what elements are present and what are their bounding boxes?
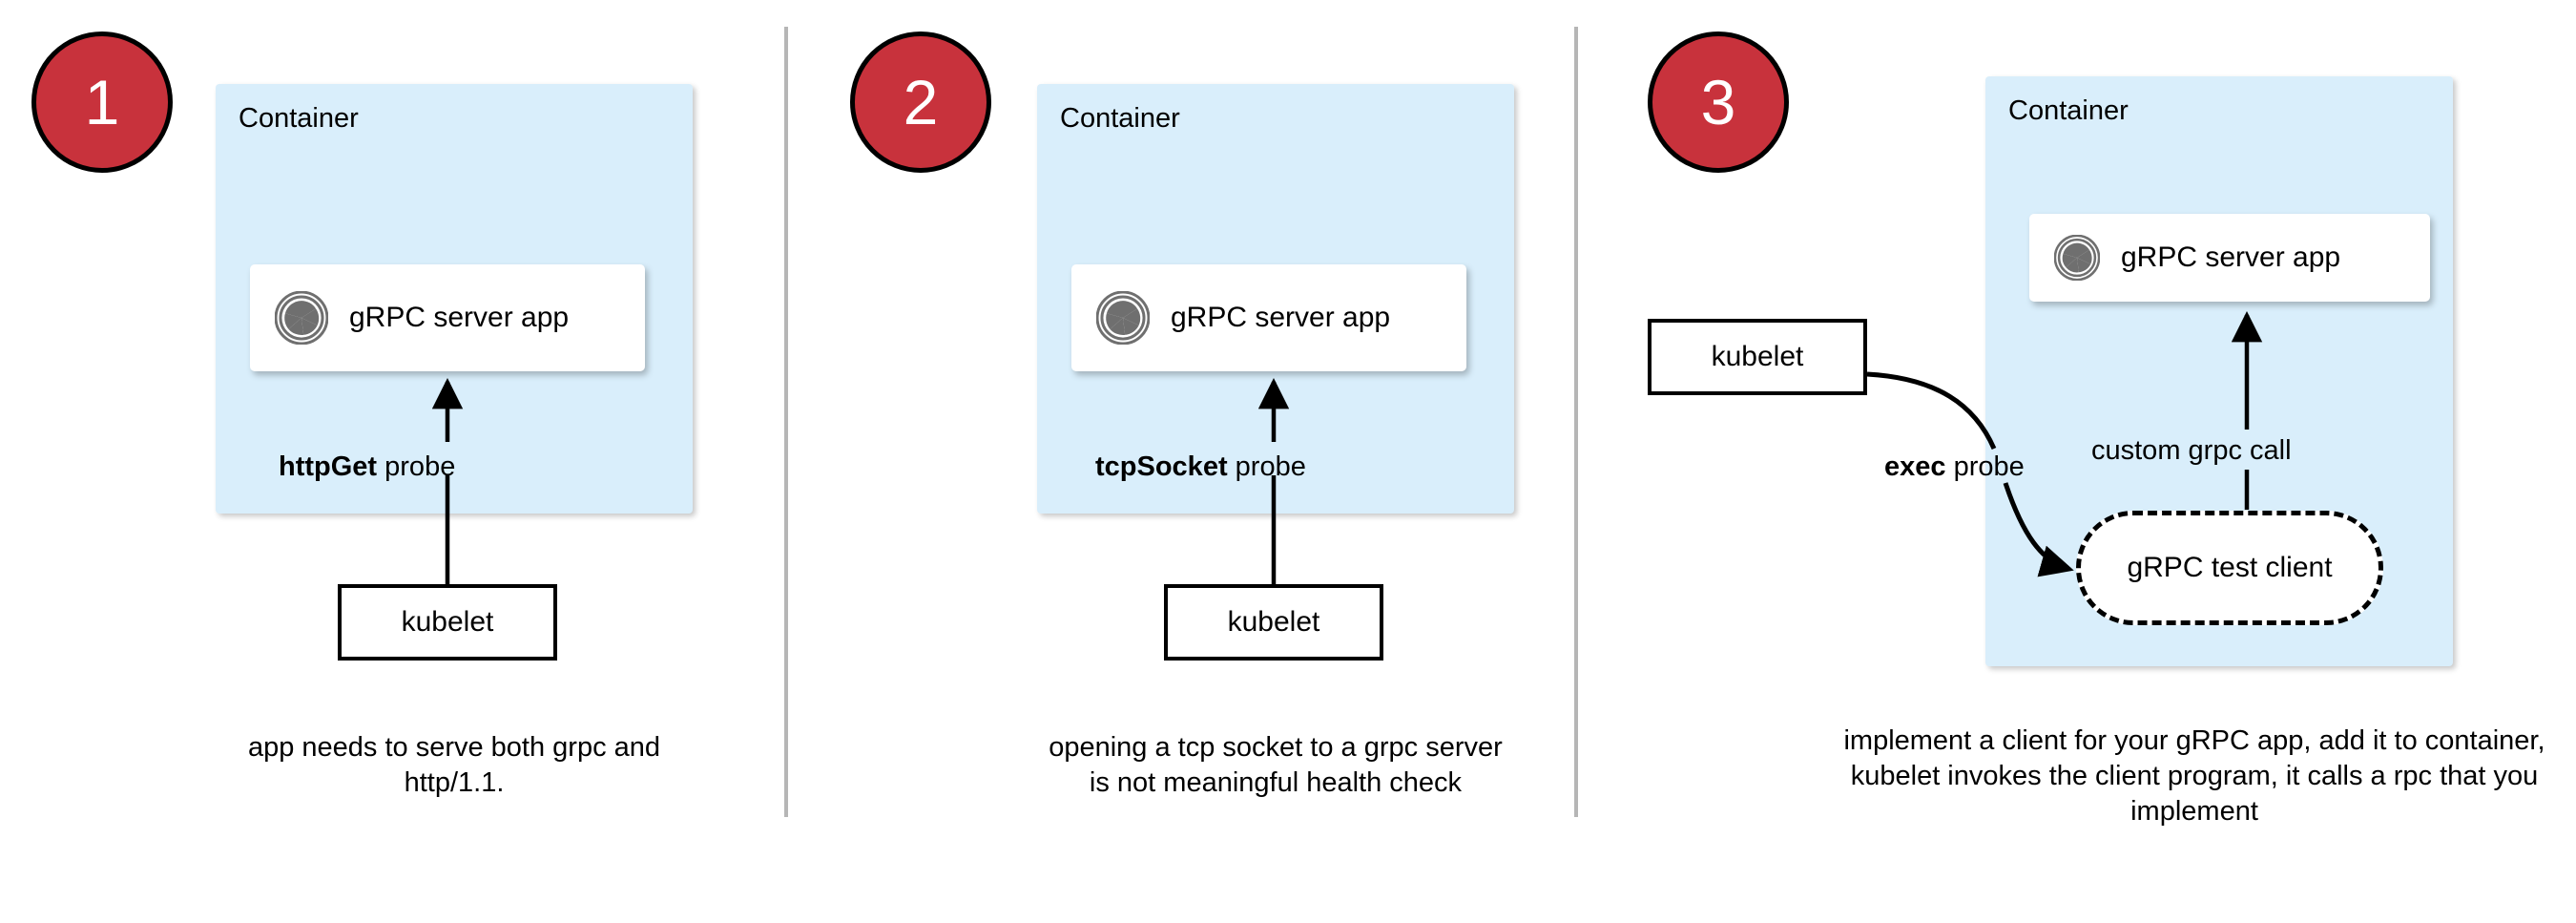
custom-grpc-call-label: custom grpc call (2091, 435, 2292, 466)
grpc-server-app-label-3: gRPC server app (2121, 241, 2341, 273)
container-label-2: Container (1060, 103, 1180, 134)
kubelet-label-1: kubelet (401, 606, 494, 638)
probe-edge-label-3: exec probe (1884, 451, 2025, 483)
grpc-server-app-card-2: gRPC server app (1071, 264, 1466, 371)
grpc-aperture-icon (1096, 291, 1150, 345)
step-badge-1: 1 (31, 31, 173, 173)
grpc-aperture-icon (275, 291, 328, 345)
grpc-test-client-label: gRPC test client (2127, 552, 2333, 583)
kubelet-label-2: kubelet (1227, 606, 1320, 638)
probe-edge-label-1: httpGet probe (279, 451, 455, 483)
step-badge-3: 3 (1648, 31, 1789, 173)
probe-edge-label-2: tcpSocket probe (1095, 451, 1306, 483)
probe-type-1: httpGet (279, 451, 378, 482)
container-label-1: Container (239, 103, 359, 134)
panel-caption-3: implement a client for your gRPC app, ad… (1843, 725, 2545, 828)
container-label-3: Container (2008, 95, 2129, 126)
grpc-server-app-label-2: gRPC server app (1171, 302, 1391, 333)
probe-suffix-3: probe (1945, 451, 2025, 482)
grpc-test-client-box: gRPC test client (2076, 511, 2383, 625)
probe-suffix-2: probe (1227, 451, 1306, 482)
grpc-server-app-label-1: gRPC server app (349, 302, 570, 333)
step-badge-2: 2 (850, 31, 991, 173)
grpc-server-app-card-1: gRPC server app (250, 264, 645, 371)
kubelet-box-3: kubelet (1648, 319, 1867, 395)
exec-probe-curve-upper (1866, 371, 1997, 450)
grpc-server-app-card-3: gRPC server app (2029, 214, 2430, 302)
step-number-1: 1 (84, 67, 120, 137)
kubelet-label-3: kubelet (1711, 341, 1804, 372)
kubelet-box-2: kubelet (1164, 584, 1383, 661)
panel-caption-2: opening a tcp socket to a grpc server is… (1049, 732, 1503, 799)
probe-type-3: exec (1884, 451, 1946, 482)
kubelet-box-1: kubelet (338, 584, 557, 661)
step-number-2: 2 (903, 67, 939, 137)
panel-divider-2 (1574, 27, 1578, 817)
grpc-aperture-icon (2054, 235, 2100, 281)
panel-caption-1: app needs to serve both grpc and http/1.… (247, 732, 661, 799)
probe-type-2: tcpSocket (1095, 451, 1228, 482)
step-number-3: 3 (1700, 67, 1736, 137)
panel-divider-1 (784, 27, 788, 817)
probe-suffix-1: probe (377, 451, 456, 482)
